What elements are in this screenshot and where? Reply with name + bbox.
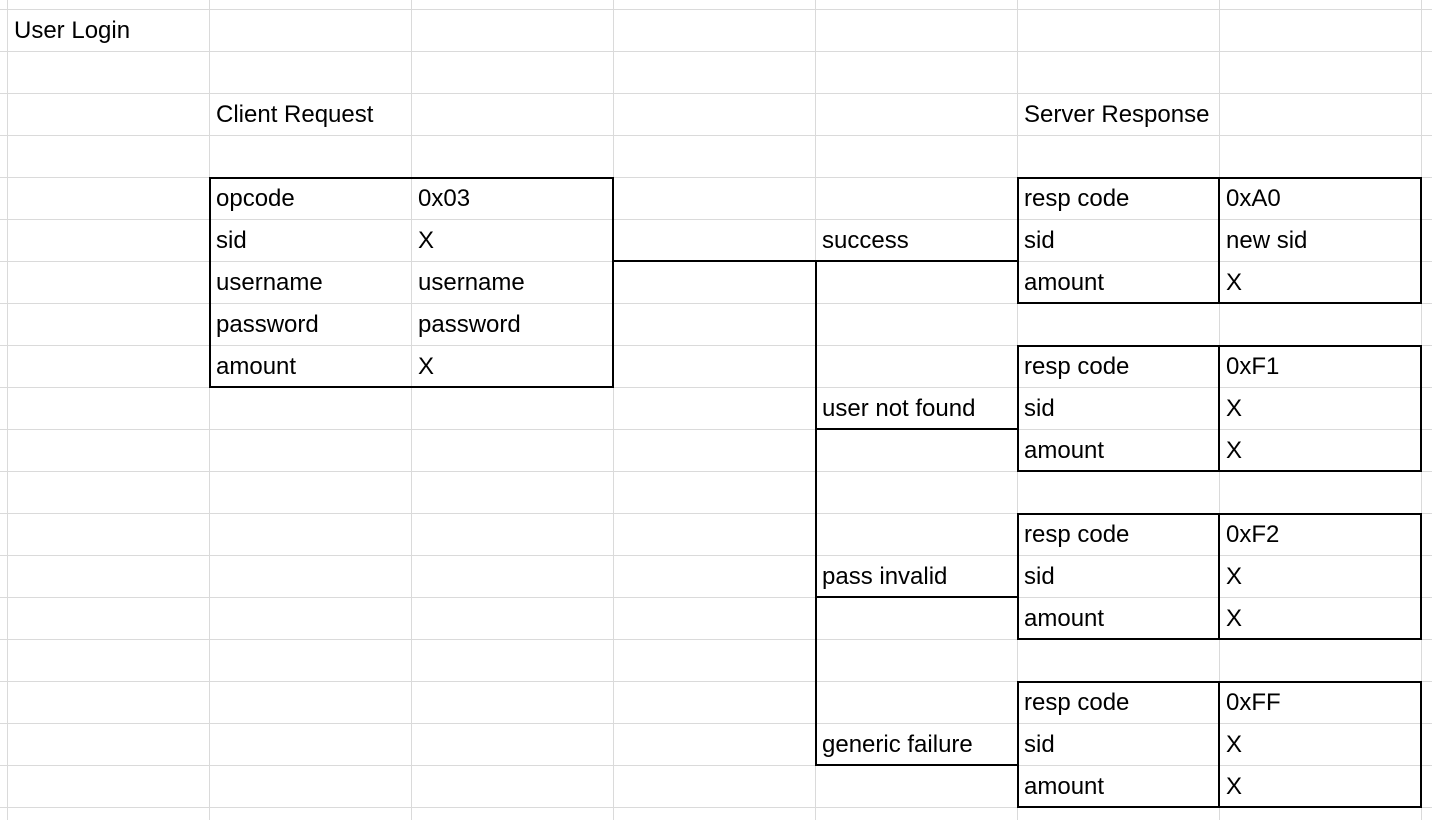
- connector-line: [815, 764, 1017, 766]
- row-gridline: [0, 9, 1432, 10]
- response-table-border: [1017, 681, 1019, 808]
- row-gridline: [0, 513, 1432, 514]
- row-gridline: [0, 639, 1432, 640]
- response-value-cell[interactable]: 0xA0: [1226, 185, 1281, 212]
- client-value-cell[interactable]: X: [418, 227, 435, 254]
- row-gridline: [0, 723, 1432, 724]
- response-field-cell[interactable]: sid: [1024, 395, 1055, 422]
- column-gridline: [613, 0, 614, 820]
- client-field-cell[interactable]: username: [216, 269, 323, 296]
- connector-line: [815, 260, 817, 765]
- row-gridline: [0, 93, 1432, 94]
- response-value-cell[interactable]: X: [1226, 563, 1243, 590]
- sheet-title[interactable]: User Login: [14, 17, 131, 44]
- row-gridline: [0, 135, 1432, 136]
- row-gridline: [0, 471, 1432, 472]
- response-field-cell[interactable]: amount: [1024, 269, 1105, 296]
- client-value-cell[interactable]: X: [418, 353, 435, 380]
- response-field-cell[interactable]: amount: [1024, 773, 1105, 800]
- response-value-cell[interactable]: 0xFF: [1226, 689, 1281, 716]
- row-gridline: [0, 555, 1432, 556]
- response-table-border: [1218, 681, 1220, 808]
- response-table-border: [1017, 345, 1019, 472]
- client-value-cell[interactable]: password: [418, 311, 521, 338]
- row-gridline: [0, 765, 1432, 766]
- response-field-cell[interactable]: sid: [1024, 563, 1055, 590]
- client-table-border: [209, 177, 614, 179]
- response-table-border: [1017, 513, 1019, 640]
- row-gridline: [0, 345, 1432, 346]
- response-field-cell[interactable]: amount: [1024, 437, 1105, 464]
- response-table-border: [1420, 513, 1422, 640]
- response-table-border: [1420, 681, 1422, 808]
- client-value-cell[interactable]: username: [418, 269, 525, 296]
- response-value-cell[interactable]: X: [1226, 731, 1243, 758]
- client-field-cell[interactable]: amount: [216, 353, 297, 380]
- row-gridline: [0, 429, 1432, 430]
- response-value-cell[interactable]: X: [1226, 773, 1243, 800]
- response-table-border: [1420, 177, 1422, 304]
- response-table-border: [1218, 513, 1220, 640]
- outcome-label[interactable]: user not found: [822, 395, 976, 422]
- client-request-header[interactable]: Client Request: [216, 101, 374, 128]
- response-field-cell[interactable]: sid: [1024, 731, 1055, 758]
- response-value-cell[interactable]: new sid: [1226, 227, 1308, 254]
- response-field-cell[interactable]: resp code: [1024, 185, 1130, 212]
- response-value-cell[interactable]: 0xF2: [1226, 521, 1280, 548]
- row-gridline: [0, 219, 1432, 220]
- client-field-cell[interactable]: sid: [216, 227, 247, 254]
- row-gridline: [0, 597, 1432, 598]
- connector-line: [815, 596, 1017, 598]
- response-table-border: [1218, 177, 1220, 304]
- response-value-cell[interactable]: X: [1226, 269, 1243, 296]
- column-gridline: [209, 0, 210, 820]
- column-gridline: [411, 0, 412, 820]
- client-field-cell[interactable]: opcode: [216, 185, 295, 212]
- outcome-label[interactable]: success: [822, 227, 909, 254]
- response-value-cell[interactable]: X: [1226, 395, 1243, 422]
- outcome-label[interactable]: generic failure: [822, 731, 973, 758]
- row-gridline: [0, 387, 1432, 388]
- response-field-cell[interactable]: resp code: [1024, 353, 1130, 380]
- response-field-cell[interactable]: amount: [1024, 605, 1105, 632]
- response-value-cell[interactable]: X: [1226, 437, 1243, 464]
- connector-line: [815, 428, 1017, 430]
- server-response-header[interactable]: Server Response: [1024, 101, 1210, 128]
- client-field-cell[interactable]: password: [216, 311, 319, 338]
- response-table-border: [1017, 177, 1019, 304]
- response-field-cell[interactable]: resp code: [1024, 521, 1130, 548]
- row-gridline: [0, 177, 1432, 178]
- row-gridline: [0, 303, 1432, 304]
- response-table-border: [1420, 345, 1422, 472]
- response-table-border: [1218, 345, 1220, 472]
- row-gridline: [0, 51, 1432, 52]
- outcome-label[interactable]: pass invalid: [822, 563, 948, 590]
- column-gridline: [7, 0, 8, 820]
- client-value-cell[interactable]: 0x03: [418, 185, 471, 212]
- client-table-border: [209, 386, 614, 388]
- response-field-cell[interactable]: resp code: [1024, 689, 1130, 716]
- row-gridline: [0, 807, 1432, 808]
- response-field-cell[interactable]: sid: [1024, 227, 1055, 254]
- client-table-border: [209, 177, 211, 388]
- client-table-border: [612, 177, 614, 388]
- response-value-cell[interactable]: 0xF1: [1226, 353, 1280, 380]
- response-value-cell[interactable]: X: [1226, 605, 1243, 632]
- row-gridline: [0, 681, 1432, 682]
